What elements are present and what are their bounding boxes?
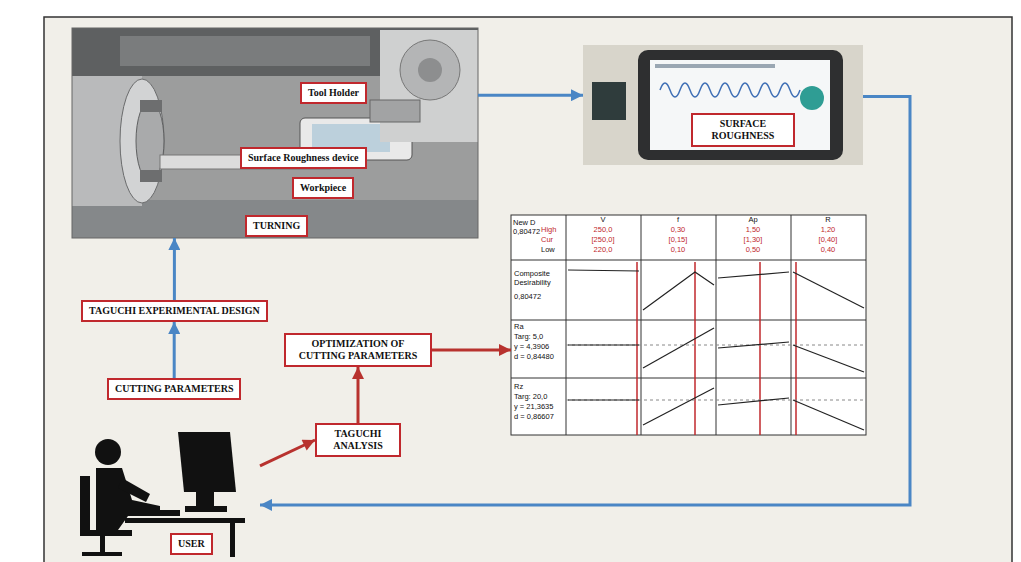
plot-axis-value: Cur <box>541 236 565 245</box>
box-text: Tool Holder <box>308 87 359 99</box>
part-label: Tool Holder <box>300 82 367 104</box>
process-box: TAGUCHI ANALYSIS <box>315 423 401 457</box>
plot-axis-value: Low <box>541 246 565 255</box>
plot-axis-value: 0,30 <box>643 226 713 235</box>
process-box: TAGUCHI EXPERIMENTAL DESIGN <box>81 300 268 322</box>
node-label: SURFACE ROUGHNESS <box>691 113 795 147</box>
flow-arrow <box>478 94 583 97</box>
plot-axis-value: [250,0] <box>568 236 638 245</box>
plot-row-label: Rz <box>514 383 564 392</box>
plot-axis-value: [0,15] <box>643 236 713 245</box>
plot-heading: New D 0,80472 <box>513 219 540 236</box>
box-text: Surface Roughness device <box>248 152 359 164</box>
optimization-plot <box>511 215 866 435</box>
node-label: TURNING <box>245 215 308 237</box>
lathe-photo <box>72 28 478 238</box>
plot-row-label: d = 0,84480 <box>514 353 564 362</box>
plot-row-label: y = 21,3635 <box>514 403 564 412</box>
process-box: OPTIMIZATION OF CUTTING PARAMETERS <box>284 333 432 367</box>
device-photo-node: SURFACE ROUGHNESS <box>583 45 863 165</box>
plot-axis-value: 0,10 <box>643 246 713 255</box>
process-box: CUTTING PARAMETERS <box>107 378 241 400</box>
node-label: USER <box>170 533 213 555</box>
box-text: Workpiece <box>300 182 346 194</box>
flow-arrow <box>432 349 511 352</box>
plot-axis-value: 250,0 <box>568 226 638 235</box>
box-text: TAGUCHI EXPERIMENTAL DESIGN <box>89 305 260 317</box>
user-node: USER <box>70 415 260 560</box>
plot-axis-value: 220,0 <box>568 246 638 255</box>
box-text: TAGUCHI ANALYSIS <box>323 428 393 452</box>
box-text: CUTTING PARAMETERS <box>115 383 233 395</box>
lathe-photo-node: TURNING Tool HolderSurface Roughness devi… <box>72 28 478 238</box>
plot-axis-value: 0,50 <box>718 246 788 255</box>
plot-row-label: Composite Desirability <box>514 270 564 287</box>
plot-axis-value: High <box>541 226 565 235</box>
part-label: Surface Roughness device <box>240 147 367 169</box>
plot-axis-value: [1,30] <box>718 236 788 245</box>
plot-row-label: d = 0,86607 <box>514 413 564 422</box>
frame <box>44 17 1012 562</box>
plot-node: New D 0,80472HighCurLow V250,0[250,0]220,… <box>511 215 866 435</box>
plot-row-label: Targ: 5,0 <box>514 333 564 342</box>
plot-row-label: Targ: 20,0 <box>514 393 564 402</box>
flow-arrow <box>357 367 360 423</box>
flow-arrow <box>173 238 176 300</box>
plot-row-label: y = 4,3906 <box>514 343 564 352</box>
flow-arrow <box>173 322 176 378</box>
flow-arrow <box>260 440 315 466</box>
plot-axis-value: 1,50 <box>718 226 788 235</box>
part-label: Workpiece <box>292 177 354 199</box>
device-photo <box>583 45 863 165</box>
box-text: OPTIMIZATION OF CUTTING PARAMETERS <box>292 338 424 362</box>
plot-axis-value: 1,20 <box>793 226 863 235</box>
plot-axis-value: Ap <box>718 216 788 225</box>
plot-axis-value: [0,40] <box>793 236 863 245</box>
plot-row-label: 0,80472 <box>514 293 564 302</box>
plot-axis-value: 0,40 <box>793 246 863 255</box>
plot-axis-value: V <box>568 216 638 225</box>
plot-row-label: Ra <box>514 323 564 332</box>
plot-axis-value: f <box>643 216 713 225</box>
plot-axis-value: R <box>793 216 863 225</box>
user-figure <box>80 432 245 557</box>
